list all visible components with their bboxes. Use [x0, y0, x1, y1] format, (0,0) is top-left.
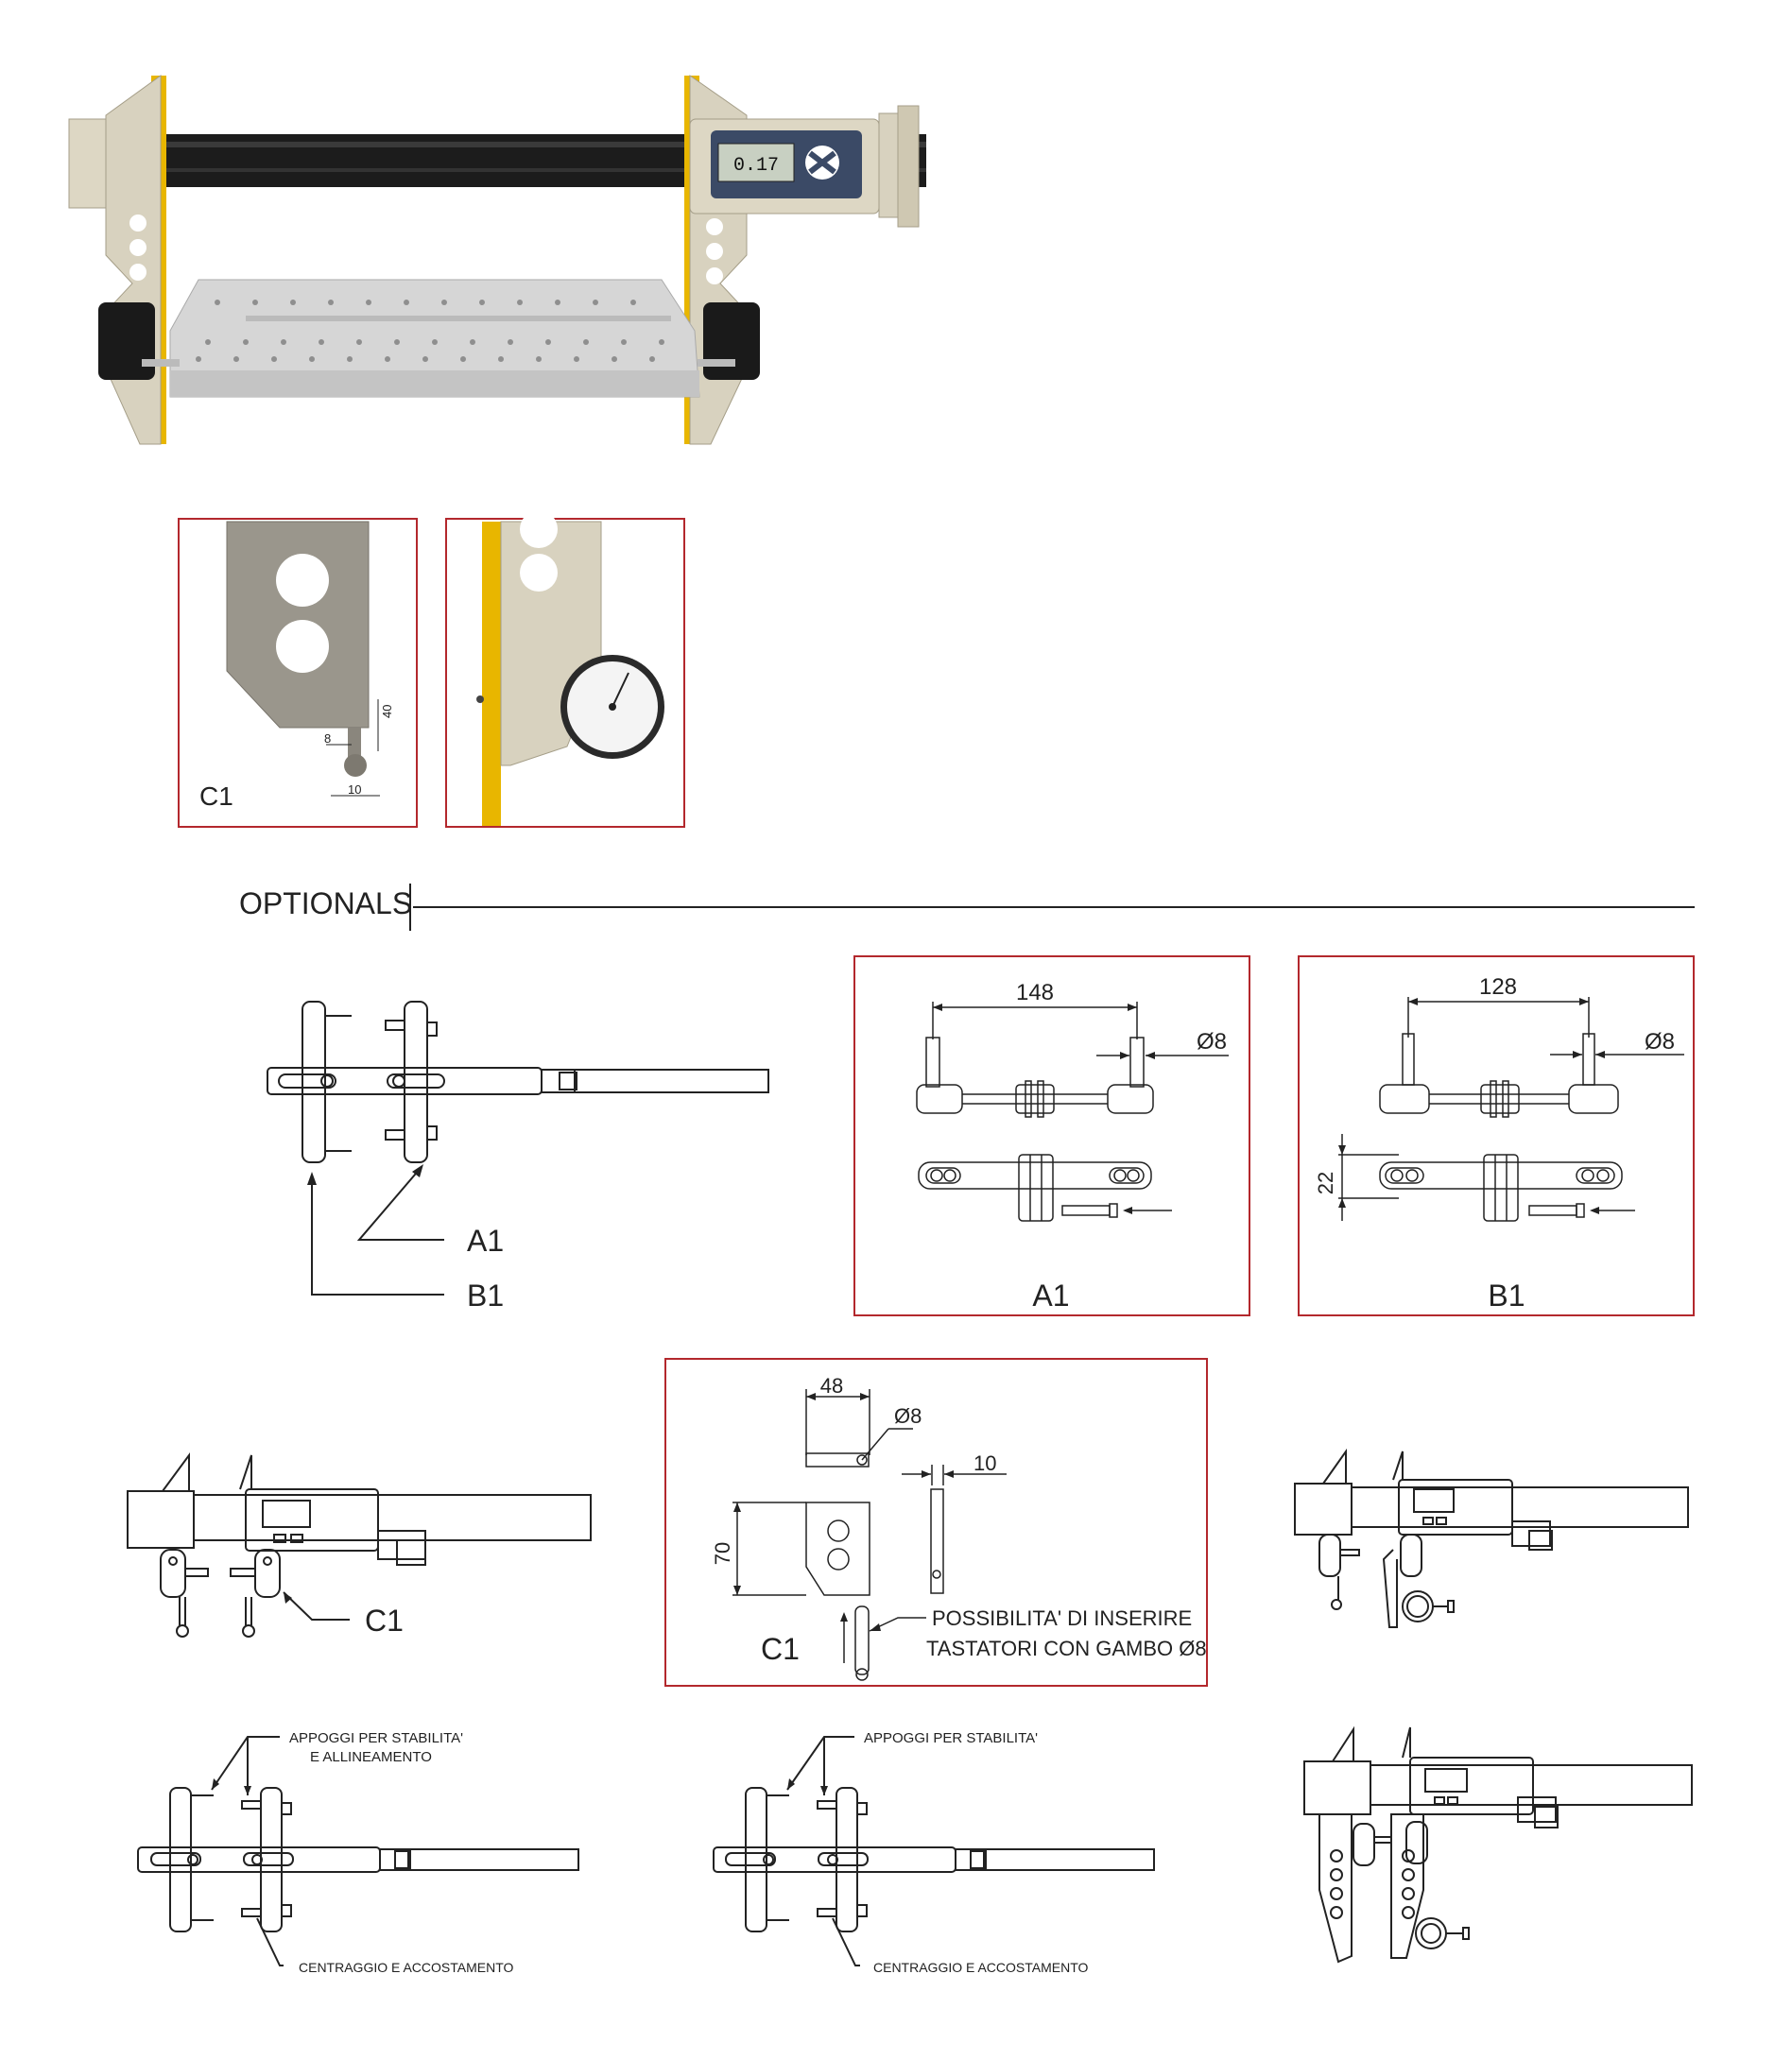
left-top-line1: APPOGGI PER STABILITA' — [289, 1730, 463, 1746]
b1-dim-diameter: Ø8 — [1645, 1029, 1675, 1055]
section-divider-bar — [409, 884, 411, 931]
a1-caption: A1 — [1032, 1279, 1069, 1313]
right-top-line1: APPOGGI PER STABILITA' — [864, 1730, 1038, 1746]
c1-dim-width: 48 — [820, 1374, 843, 1398]
assembly-label-a1: A1 — [467, 1224, 504, 1258]
a1-dim-diameter: Ø8 — [1197, 1029, 1227, 1055]
left-top-line2: E ALLINEAMENTO — [310, 1749, 432, 1765]
box-b1-frame — [1298, 955, 1695, 1316]
right-bottom: CENTRAGGIO E ACCOSTAMENTO — [873, 1960, 1089, 1975]
c1-note-line2: TASTATORI CON GAMBO Ø8 — [926, 1637, 1207, 1660]
detail-label-c1: C1 — [199, 781, 233, 811]
caliper-label-c1: C1 — [365, 1604, 404, 1638]
c1-dim-height: 70 — [711, 1542, 734, 1565]
dim-10: 10 — [348, 782, 361, 797]
box-c1-frame — [664, 1358, 1208, 1687]
section-rule — [413, 906, 1695, 908]
plate-holes — [196, 300, 664, 362]
section-title-optionals: OPTIONALS — [239, 886, 413, 920]
c1-note-line1: POSSIBILITA' DI INSERIRE — [932, 1606, 1192, 1630]
c1-caption: C1 — [761, 1632, 800, 1666]
b1-dim-height: 22 — [1314, 1172, 1337, 1194]
display-reading: 0.17 — [733, 155, 779, 177]
c1-dim-thickness: 10 — [974, 1451, 996, 1475]
assembly-label-b1: B1 — [467, 1279, 504, 1313]
dim-40: 40 — [380, 705, 394, 718]
left-bottom: CENTRAGGIO E ACCOSTAMENTO — [299, 1960, 514, 1975]
dim-8: 8 — [324, 731, 331, 746]
a1-dim-length: 148 — [1016, 980, 1054, 1005]
b1-caption: B1 — [1488, 1279, 1525, 1313]
box-a1-frame — [853, 955, 1250, 1316]
b1-dim-length: 128 — [1479, 974, 1517, 1000]
c1-dim-diameter: Ø8 — [894, 1404, 922, 1428]
